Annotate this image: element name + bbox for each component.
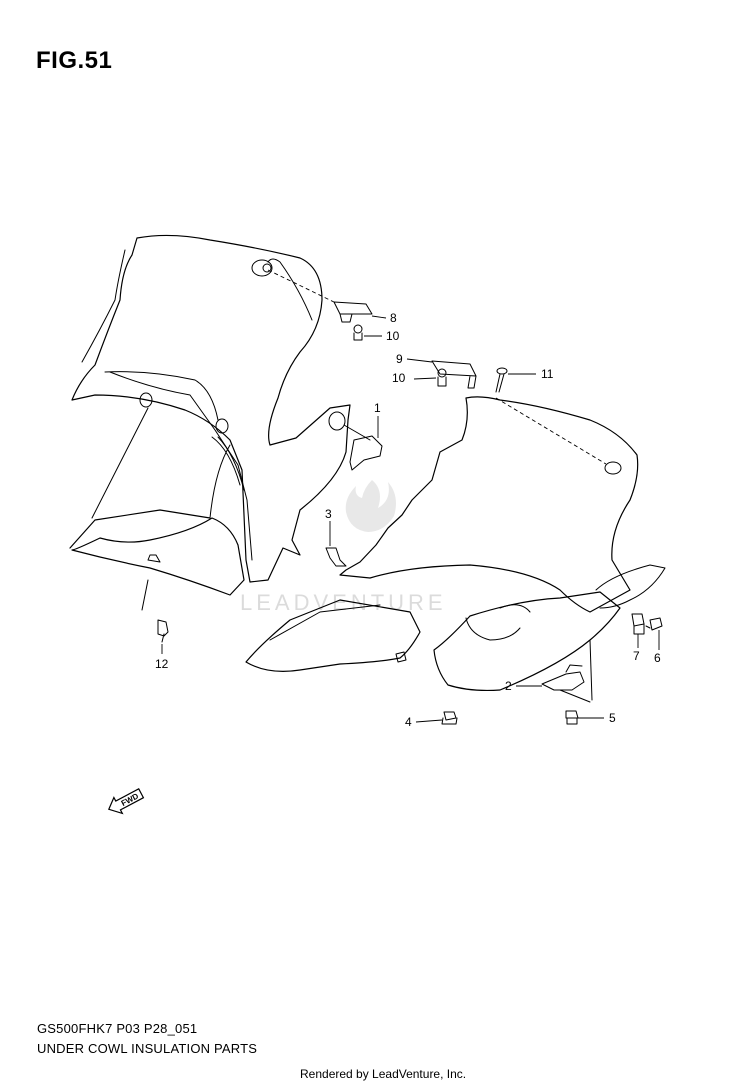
part-bolt-4 [441, 711, 458, 725]
model-code: GS500FHK7 P03 P28_051 [37, 1021, 198, 1036]
callout-10-lower: 10 [392, 371, 406, 385]
callout-4: 4 [405, 715, 412, 729]
forward-direction-badge: FWD [108, 788, 145, 815]
part-bracket-9 [431, 360, 477, 389]
part-bracket-2 [541, 639, 593, 703]
part-bolt-5 [565, 710, 579, 725]
watermark-text: LEADVENTURE [240, 590, 447, 615]
part-bolt-10-lower [437, 368, 447, 387]
part-bolt-6 [645, 617, 663, 631]
callout-1: 1 [374, 401, 381, 415]
part-nut-7 [631, 613, 645, 635]
left-upper-insulation-panel [71, 234, 351, 583]
callout-5: 5 [609, 711, 616, 725]
callout-6: 6 [654, 651, 661, 665]
callout-8: 8 [390, 311, 397, 325]
part-screw-11 [495, 367, 607, 465]
left-lower-insulation-panel [69, 407, 245, 596]
callout-3: 3 [325, 507, 332, 521]
forward-arrow-icon [108, 788, 145, 815]
part-clip-lower-left [395, 651, 407, 663]
callout-7: 7 [633, 649, 640, 663]
callout-10-upper: 10 [386, 329, 400, 343]
callout-9: 9 [396, 352, 403, 366]
callout-12: 12 [155, 657, 169, 671]
watermark: LEADVENTURE [240, 480, 447, 615]
part-bracket-8 [267, 269, 373, 323]
callouts: 8 10 9 10 11 1 3 12 2 4 5 7 6 [155, 311, 661, 729]
right-upper-insulation-panel [339, 396, 666, 613]
part-fastener-1 [343, 424, 383, 471]
part-nut-12 [141, 554, 169, 643]
part-fastener-3 [325, 547, 347, 567]
right-lower-insulation-panel [245, 591, 621, 692]
figure-title: FIG.51 [36, 47, 113, 74]
callout-11: 11 [541, 367, 554, 381]
diagram-description: UNDER COWL INSULATION PARTS [37, 1041, 258, 1056]
render-credit: Rendered by LeadVenture, Inc. [300, 1067, 467, 1081]
flame-logo-icon [345, 480, 396, 532]
part-bolt-10-upper [353, 324, 363, 341]
callout-2: 2 [505, 679, 512, 693]
